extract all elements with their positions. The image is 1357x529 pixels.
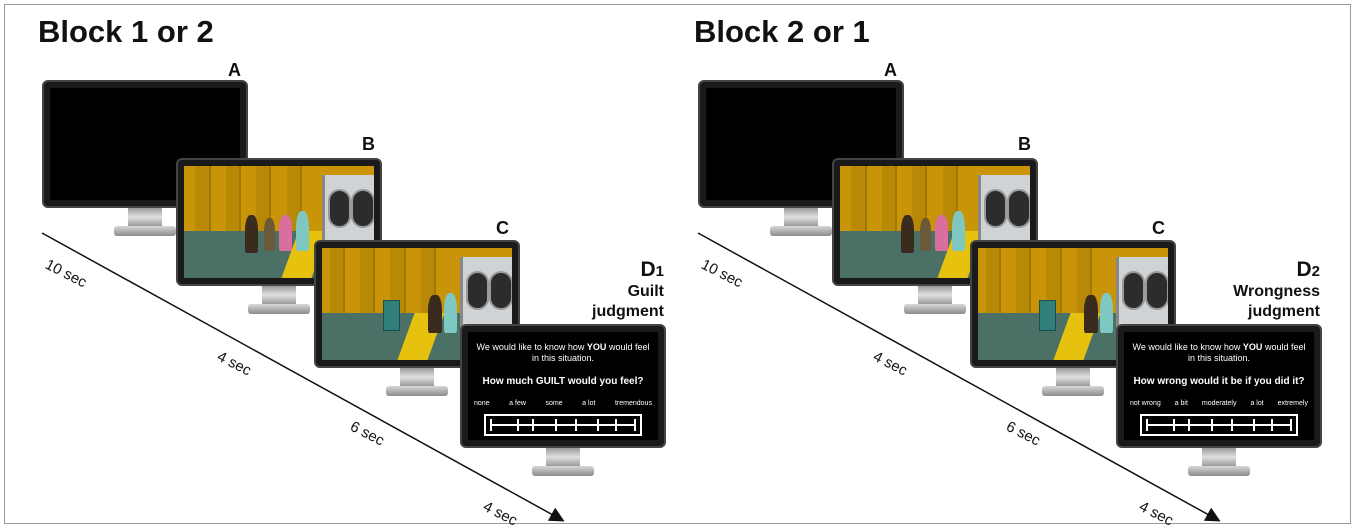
block-title: Block 2 or 1 [694,14,870,49]
screen-label-a: A [884,60,897,80]
panel-block-1: Block 1 or 2 10 sec 4 sec 6 sec 4 sec A … [0,0,678,529]
screen-label-d: D1 Guilt judgment [540,258,664,322]
d-code: D [1296,258,1312,281]
d-line2: judgment [1248,303,1320,320]
rating-slider[interactable] [1140,414,1298,436]
rating-question: How much GUILT would you feel? [482,376,644,387]
monitor-d: We would like to know how YOU would feel… [1116,324,1322,484]
duration-label-c: 6 sec [347,418,387,450]
duration-label-a: 10 sec [698,256,746,292]
scale-label: extremely [1277,400,1308,407]
screen-label-b: B [1018,134,1031,154]
screen-label-c: C [1152,218,1165,238]
rating-intro: We would like to know how YOU would feel… [1132,342,1306,363]
panel-block-2: Block 2 or 1 10 sec 4 sec 6 sec 4 sec A … [656,0,1334,529]
scale-label: moderately [1201,400,1237,407]
scale-label: a lot [1250,400,1264,407]
duration-label-b: 4 sec [870,348,910,380]
screen-label-d: D2 Wrongness judgment [1180,258,1320,322]
screen-label-c: C [496,218,509,238]
scale-label: some [545,400,563,407]
rating-screen: We would like to know how YOU would feel… [1124,332,1314,440]
scale-label: a bit [1174,400,1188,407]
rating-question: How wrong would it be if you did it? [1133,376,1305,387]
rating-screen: We would like to know how YOU would feel… [468,332,658,440]
rating-scale-labels: none a few some a lot tremendous [474,400,652,407]
scale-label: a few [509,400,526,407]
rating-scale-labels: not wrong a bit moderately a lot extreme… [1130,400,1308,407]
scale-label: not wrong [1130,400,1161,407]
duration-label-d: 4 sec [1136,498,1176,529]
duration-label-a: 10 sec [42,256,90,292]
d-line1: Wrongness [1233,283,1320,300]
figure-frame [4,4,1351,524]
duration-label-b: 4 sec [214,348,254,380]
monitor-c [970,240,1176,400]
scale-label: a lot [582,400,596,407]
duration-label-d: 4 sec [480,498,520,529]
d-code: D [640,258,656,281]
d-line2: judgment [592,303,664,320]
rating-slider[interactable] [484,414,642,436]
d-line1: Guilt [627,283,664,300]
block-title: Block 1 or 2 [38,14,214,49]
scale-label: tremendous [614,400,652,407]
d-subscript: 1 [655,263,664,280]
duration-label-c: 6 sec [1003,418,1043,450]
screen-label-a: A [228,60,241,80]
scale-label: none [474,400,490,407]
rating-intro: We would like to know how YOU would feel… [476,342,650,363]
subway-scene-c [978,248,1168,360]
screen-label-b: B [362,134,375,154]
monitor-d: We would like to know how YOU would feel… [460,324,666,484]
d-subscript: 2 [1311,263,1320,280]
